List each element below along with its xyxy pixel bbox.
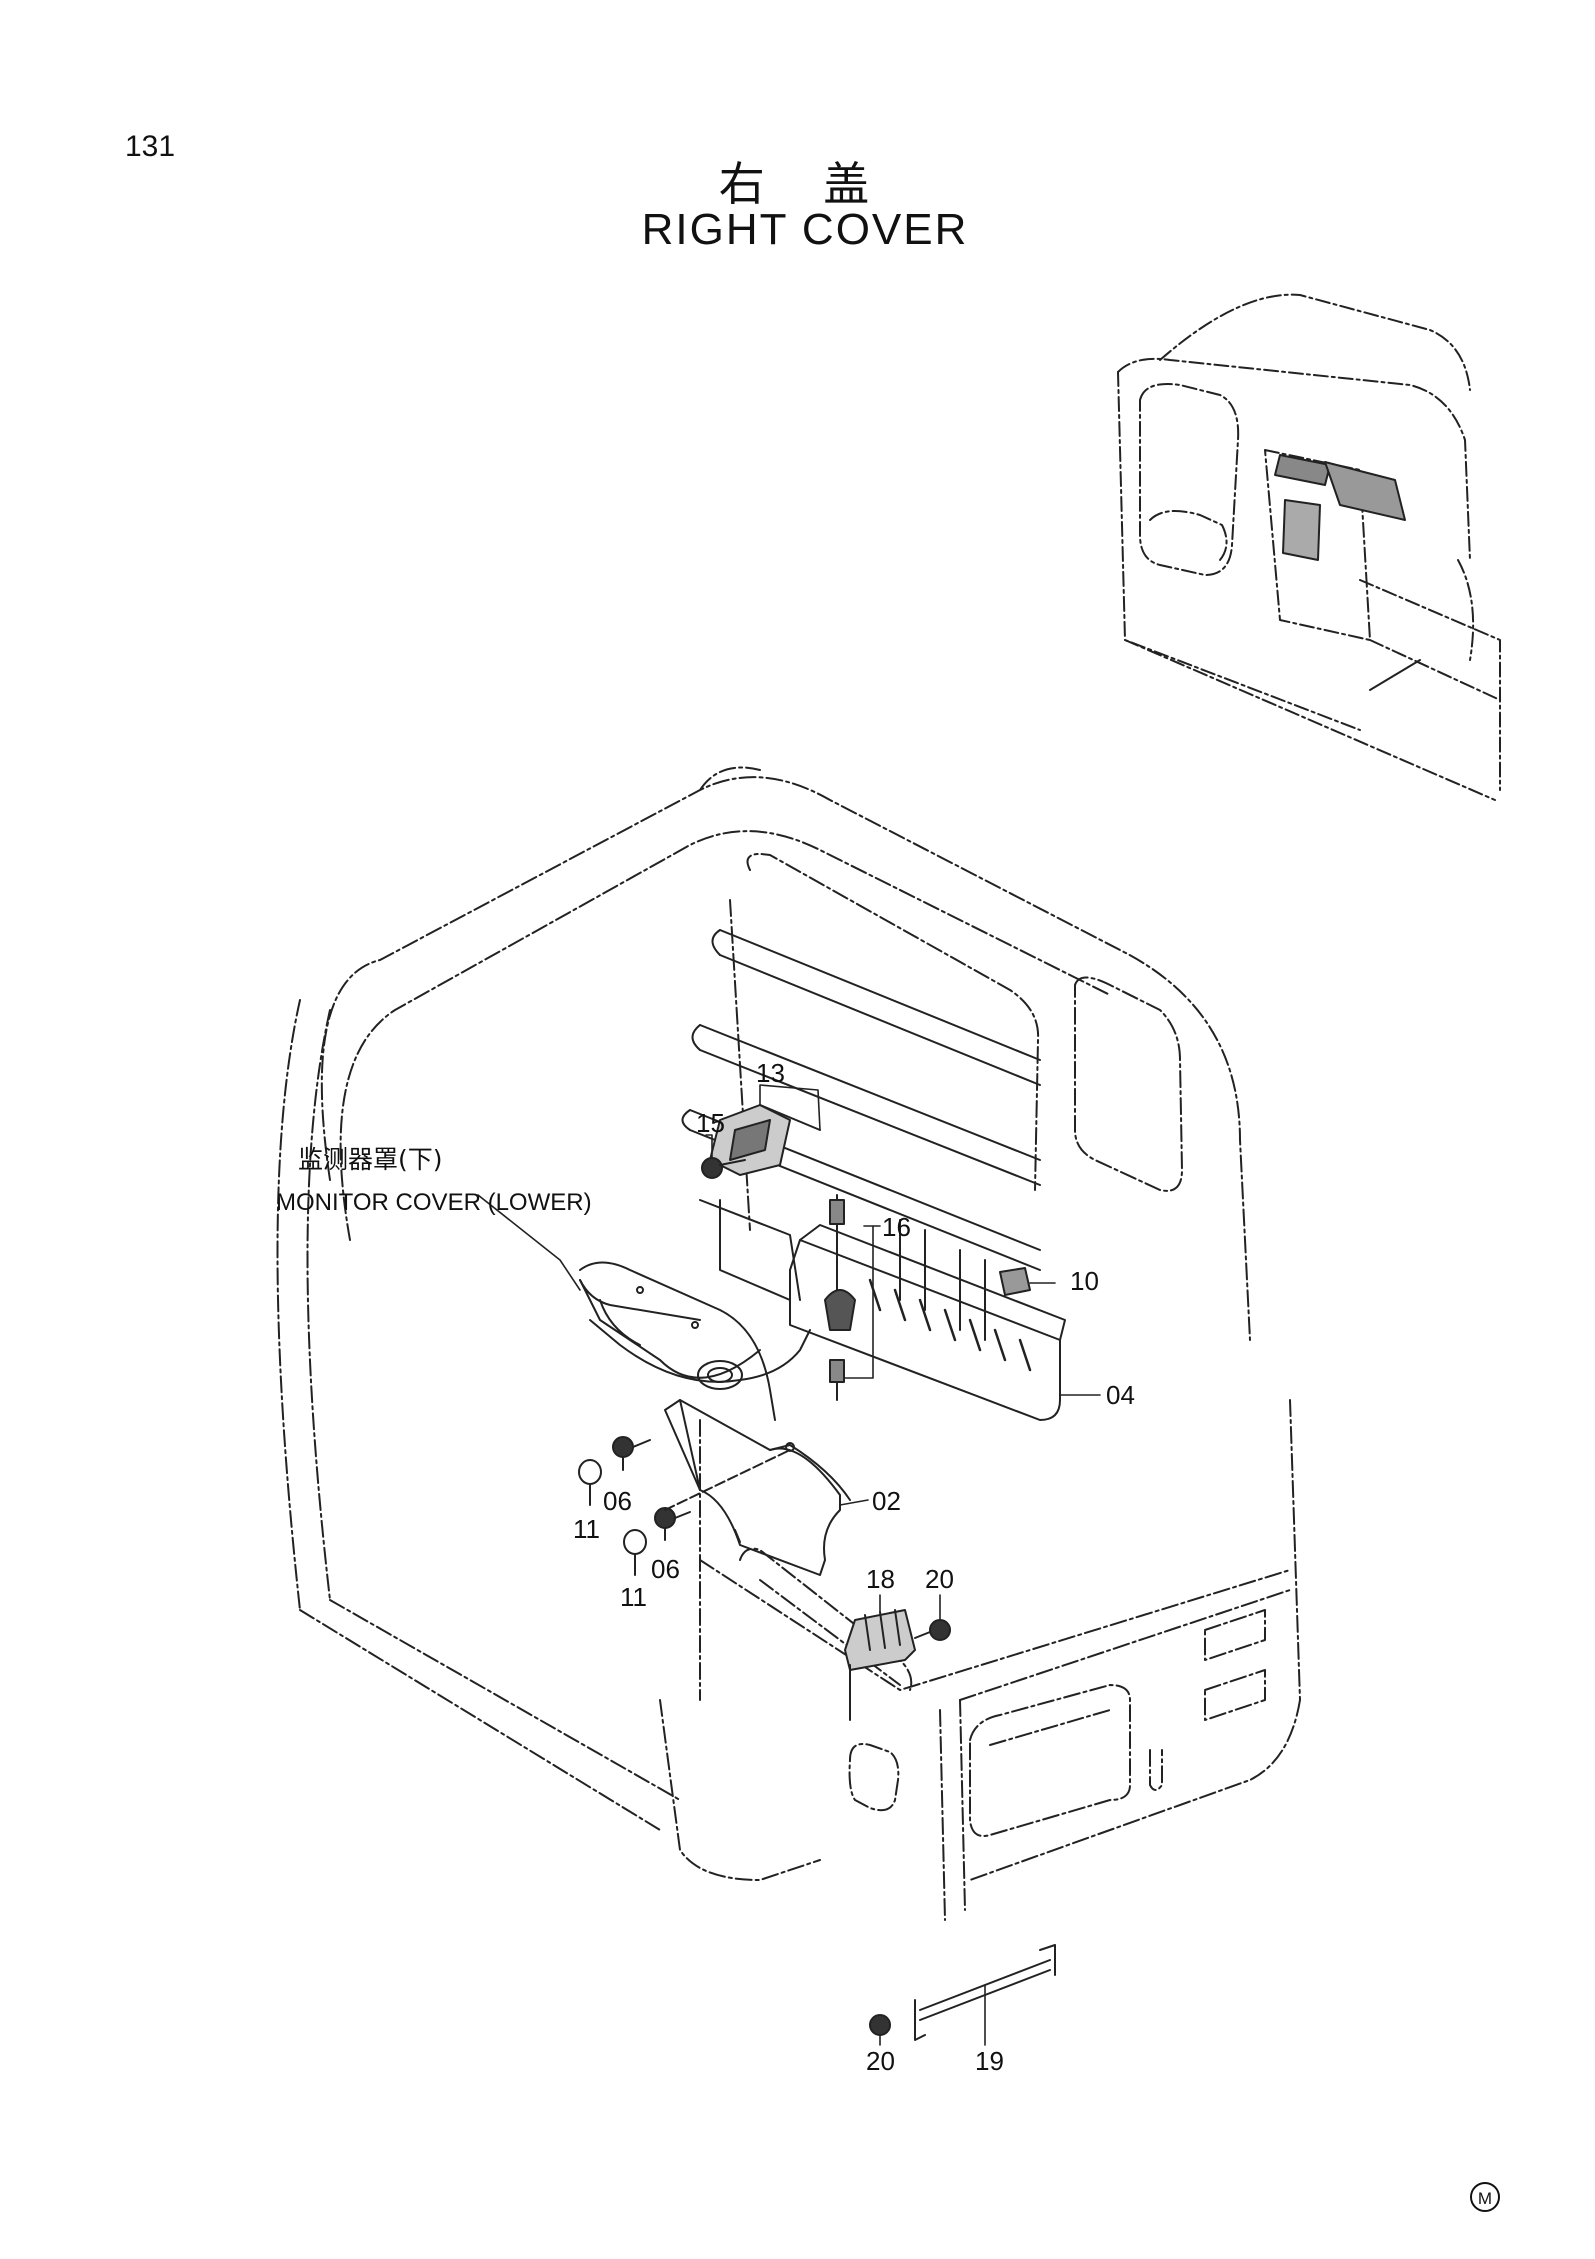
part-20-bolt-lower <box>869 2014 891 2036</box>
part-20-bolt-upper <box>914 1619 951 1641</box>
page-title-chinese: 右 盖 <box>718 157 892 211</box>
monitor-cover-lower-part <box>579 1199 811 1421</box>
callout-19: 19 <box>975 2046 1004 2076</box>
inset-highlight-parts <box>1274 454 1421 691</box>
part-18-bracket <box>844 1609 916 1721</box>
callout-15: 15 <box>696 1108 725 1138</box>
callout-11-lower: 11 <box>620 1582 647 1612</box>
rear-window-bars <box>681 929 1041 1271</box>
cab-frame-outline <box>276 766 1301 1921</box>
callout-16: 16 <box>882 1212 911 1242</box>
callout-20-upper: 20 <box>925 1564 954 1594</box>
callout-18: 18 <box>866 1564 895 1594</box>
callout-13: 13 <box>756 1058 785 1088</box>
part-02-lower-cover <box>664 1399 851 1576</box>
part-10-clip <box>999 1267 1031 1296</box>
leader-lines <box>477 1084 1101 2046</box>
page-number: 131 <box>125 130 176 163</box>
callout-04: 04 <box>1106 1380 1135 1410</box>
part-04-vent-cover <box>789 1219 1066 1421</box>
part-16-studs <box>824 1194 856 1401</box>
monitor-cover-label-english: MONITOR COVER (LOWER) <box>276 1189 592 1216</box>
fasteners-06-11 <box>578 1436 791 1576</box>
callout-06-lower: 06 <box>651 1554 680 1584</box>
circled-m-icon: M <box>1470 2182 1500 2212</box>
callout-06-upper: 06 <box>603 1486 632 1516</box>
page-title-english: RIGHT COVER <box>641 205 969 254</box>
callout-02: 02 <box>872 1486 901 1516</box>
callout-10: 10 <box>1070 1266 1099 1296</box>
callout-labels: 13 15 16 10 04 02 06 06 11 11 18 20 20 1… <box>276 1058 1135 2076</box>
callout-20-lower: 20 <box>866 2046 895 2076</box>
callout-11-upper: 11 <box>573 1514 600 1544</box>
monitor-cover-label-chinese: 监测器罩(下) <box>298 1145 443 1174</box>
